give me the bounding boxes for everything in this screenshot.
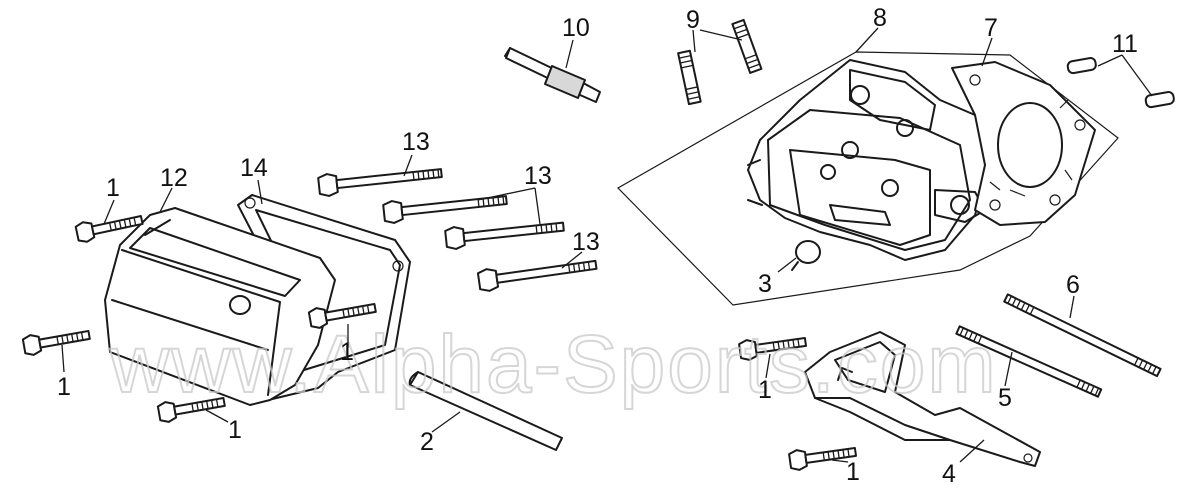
callout-6: 6 bbox=[1066, 271, 1080, 299]
plug-3 bbox=[791, 240, 821, 271]
dowel-pins bbox=[1066, 57, 1175, 109]
callout-10: 10 bbox=[562, 14, 590, 42]
callout-13c: 13 bbox=[572, 228, 600, 256]
leader-lines bbox=[61, 27, 1153, 463]
callout-labels: 10 9 8 7 11 3 13 13 13 14 12 1 1 1 1 2 1… bbox=[57, 4, 1138, 488]
spark-plug bbox=[504, 47, 601, 103]
callout-1e: 1 bbox=[758, 376, 772, 404]
callout-1d: 1 bbox=[340, 338, 354, 366]
callout-13a: 13 bbox=[402, 128, 430, 156]
push-rod-tube bbox=[408, 371, 563, 451]
rod-6 bbox=[1003, 293, 1162, 378]
callout-12: 12 bbox=[160, 164, 188, 192]
rod-5 bbox=[955, 325, 1103, 398]
callout-3: 3 bbox=[758, 270, 772, 298]
callout-11: 11 bbox=[1112, 30, 1138, 58]
watermark-text: www.Alpha-Sports.com bbox=[109, 319, 998, 410]
callout-14: 14 bbox=[240, 154, 268, 182]
valve-cover-group bbox=[104, 194, 411, 406]
callout-1f: 1 bbox=[846, 458, 860, 486]
callout-8: 8 bbox=[873, 4, 887, 32]
callout-1a: 1 bbox=[106, 174, 120, 202]
callout-9: 9 bbox=[686, 6, 700, 34]
long-bolts-13 bbox=[317, 168, 598, 292]
cylinder-head-group bbox=[617, 51, 1119, 306]
callout-2: 2 bbox=[420, 428, 434, 456]
callout-4: 4 bbox=[942, 460, 956, 488]
callout-7: 7 bbox=[984, 14, 998, 42]
stud-pair bbox=[677, 18, 763, 106]
bolts-1 bbox=[21, 215, 857, 471]
callout-1b: 1 bbox=[57, 373, 71, 401]
callout-13b: 13 bbox=[524, 162, 552, 190]
callout-5: 5 bbox=[998, 384, 1012, 412]
callout-1c: 1 bbox=[228, 416, 242, 444]
guide-plate bbox=[804, 331, 1041, 467]
